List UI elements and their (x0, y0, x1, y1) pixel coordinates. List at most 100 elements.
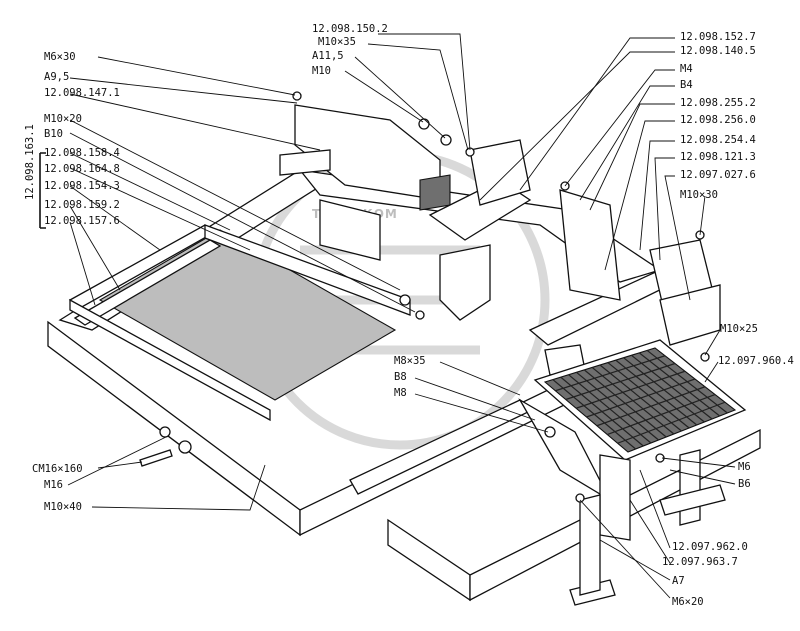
callout-labels: 12.098.150.2 М10×35 А11,5 М10 М6×30 А9,5… (24, 23, 794, 608)
leader-b4 (579, 85, 675, 201)
bolt-m6x20 (575, 493, 585, 503)
label-b10: В10 (44, 128, 63, 140)
leader-12-097-962-0 (639, 469, 671, 549)
small-plate (279, 149, 331, 176)
washer-a11-5 (440, 134, 452, 146)
leader-m16 (67, 435, 169, 486)
label-12-098-121-3: 12.098.121.3 (680, 151, 756, 163)
guide-rail-4 (69, 298, 271, 422)
step-grid (533, 339, 747, 606)
leader-12-098-157-6 (69, 221, 96, 306)
label-12-097-027-6: 12.097.027.6 (680, 169, 756, 181)
label-m10x40: М10×40 (44, 501, 82, 513)
label-12-098-163-1: 12.098.163.1 (24, 124, 36, 200)
label-a11-5: А11,5 (312, 50, 344, 62)
washer-b10 (415, 310, 425, 320)
label-12-098-150-2: 12.098.150.2 (312, 23, 388, 35)
label-b8: В8 (394, 371, 407, 383)
leader-12-097-960-4 (704, 361, 719, 383)
leader-m10x20 (69, 119, 401, 291)
label-b6: В6 (738, 478, 751, 490)
leader-m8 (414, 393, 549, 433)
label-12-098-157-6: 12.098.157.6 (44, 215, 120, 227)
label-m6x30: М6×30 (44, 51, 76, 63)
bracket-12-098-150-2 (469, 139, 531, 206)
label-m6: М6 (738, 461, 751, 473)
leader-m10x35 (367, 43, 469, 151)
leader-m6x30 (97, 56, 296, 96)
leader-b8 (414, 377, 536, 421)
leader-12-098-256-0 (604, 120, 675, 271)
leader-a9-5 (69, 77, 298, 104)
label-12-098-158-4: 12.098.158.4 (44, 147, 120, 159)
leader-m10x25 (704, 329, 721, 356)
label-12-098-154-3: 12.098.154.3 (44, 180, 120, 192)
step-mesh-lines (552, 349, 728, 450)
label-12-098-140-5: 12.098.140.5 (680, 45, 756, 57)
label-m10x30: М10×30 (680, 189, 718, 201)
label-12-097-960-4: 12.097.960.4 (718, 355, 794, 367)
leader-12-098-121-3 (654, 157, 675, 261)
label-m6x20: М6×20 (672, 596, 704, 608)
leader-12-098-164-8 (69, 167, 251, 251)
label-12-098-152-7: 12.098.152.7 (680, 31, 756, 43)
slide-panel-left (68, 224, 411, 422)
washer-m16 (159, 426, 171, 438)
leader-12-097-027-6 (664, 175, 691, 301)
guide-rail-2 (73, 239, 222, 326)
front-cross-member (387, 518, 471, 602)
bracket-12-098-140-5 (439, 244, 491, 321)
guide-rail-3 (204, 224, 411, 316)
leader-12-098-150-2 (378, 33, 471, 151)
mesh-line (575, 370, 686, 409)
bracket-post (319, 199, 381, 261)
label-a7: А7 (672, 575, 685, 587)
label-12-098-256-0: 12.098.256.0 (680, 114, 756, 126)
leader-b6 (669, 469, 736, 485)
leader-m10x30 (699, 195, 706, 236)
leader-12-098-159-2 (69, 205, 121, 291)
leader-a11-5 (354, 56, 446, 139)
label-12-098-159-2: 12.098.159.2 (44, 199, 120, 211)
group-bracket (39, 152, 46, 229)
leader-m6x20 (579, 499, 671, 599)
label-b4: В4 (680, 79, 693, 91)
mesh-line (617, 401, 726, 444)
label-m10x25: М10×25 (720, 323, 758, 335)
label-m8x35: М8×35 (394, 355, 426, 367)
nut-m8 (544, 426, 556, 438)
leader-12-098-140-5 (479, 51, 675, 201)
mesh-line (607, 393, 716, 436)
bolt-cm16x160 (139, 449, 173, 467)
leader-12-098-254-4 (639, 140, 675, 251)
mesh-line (586, 378, 696, 418)
link-12-098-255-2 (559, 189, 621, 301)
bolt-m6x30 (292, 91, 302, 101)
leader-m6 (661, 457, 736, 468)
mesh-line (596, 386, 706, 427)
leader-12-098-154-3 (69, 185, 161, 251)
label-a9-5: А9,5 (44, 71, 69, 83)
bolt-m10x25 (700, 352, 710, 362)
label-m4: М4 (680, 63, 693, 75)
leader-m8x35 (439, 361, 521, 396)
label-m16: М16 (44, 479, 63, 491)
foot-plate-right (659, 484, 726, 516)
bolt-m10x20 (399, 294, 411, 306)
label-12-098-164-8: 12.098.164.8 (44, 163, 120, 175)
support-post (579, 494, 601, 596)
label-12-098-254-4: 12.098.254.4 (680, 134, 756, 146)
mesh-line (565, 362, 676, 401)
label-m10x20: М10×20 (44, 113, 82, 125)
leader-m10 (344, 70, 424, 123)
leader-12-097-963-7 (629, 499, 671, 564)
leader-12-098-158-4 (69, 152, 231, 231)
leader-12-098-152-7 (519, 37, 675, 191)
label-12-098-147-1: 12.098.147.1 (44, 87, 120, 99)
label-m10x35: М10×35 (318, 36, 356, 48)
leader-b10 (69, 132, 416, 313)
label-12-098-255-2: 12.098.255.2 (680, 97, 756, 109)
leader-12-098-147-1 (69, 93, 321, 151)
